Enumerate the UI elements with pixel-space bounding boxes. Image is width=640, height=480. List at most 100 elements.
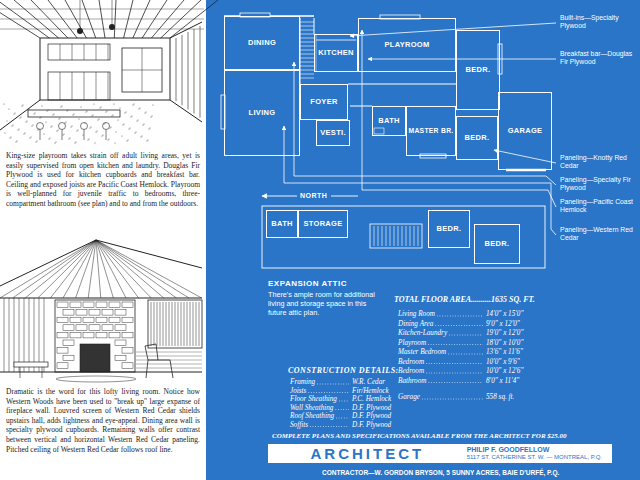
dot-leader [336,418,349,419]
playroom-sketch [136,132,137,133]
playroom-sketch [149,129,150,130]
playroom-sketch [0,0,218,144]
table-cell: D.F. Plywood [352,421,391,430]
living-room-sketch [4,298,5,372]
playroom-sketch [48,44,110,60]
living-room-sketch [63,240,96,298]
table-cell: 558 sq. ft. [486,393,514,402]
plan-detail [300,34,314,35]
compass-label: NORTH [300,192,327,200]
playroom-sketch [131,117,132,118]
playroom-sketch [88,140,89,141]
playroom-sketch [127,141,128,142]
plan-detail [420,154,446,158]
living-room-sketch [63,325,74,331]
playroom-sketch [108,72,109,100]
dot-leader [308,392,349,393]
table-cell: Floor Sheathing [290,395,337,404]
leader-line [294,62,556,185]
room-box: FOYER [300,84,348,120]
playroom-sketch [77,131,78,132]
playroom-sketch [92,116,93,117]
room-label: PLAYROOM [384,41,429,49]
living-room-sketch [56,376,136,382]
playroom-sketch [76,142,77,143]
plan-detail [398,226,399,246]
table-cell: Master Bedroom [398,348,446,357]
callout-label: Breakfast bar—Douglas Fir Plywood [560,50,636,66]
leader-line [284,23,556,235]
living-room-sketch [96,240,176,298]
playroom-sketch [143,125,144,126]
living-room-sketch [178,302,179,346]
playroom-sketch [96,72,97,100]
callout-label: Paneling—Knotty Red Cedar [560,154,636,170]
playroom-sketch [33,125,34,126]
table-cell: Fir/Hemlock [352,387,389,396]
playroom-sketch [96,132,97,133]
playroom-sketch [94,104,95,105]
room-label: GARAGE [508,127,543,135]
plan-detail [300,70,314,71]
room-box: LIVING [224,70,300,156]
room-label: LIVING [249,109,276,117]
total-area: TOTAL FLOOR AREA..........1635 SQ. FT. [394,295,535,304]
table-cell: Framing [290,378,315,387]
living-room-sketch [145,344,173,378]
playroom-sketch [75,143,76,144]
playroom-sketch [90,128,91,129]
living-room-sketch [96,240,189,298]
living-room-sketch [83,302,94,308]
sketch-caption: Dramatic is the word for this lofty livi… [6,387,200,454]
living-room-sketch [89,325,100,331]
playroom-sketch [17,141,18,142]
room-label: BEDR. [466,66,491,74]
living-room-sketch [57,363,68,369]
living-room-sketch [184,302,185,346]
playroom-sketch [0,19,204,20]
plan-detail [300,62,314,63]
living-room-sketch [122,332,133,338]
playroom-sketch [200,26,201,118]
callout-label: Paneling—Specialty Fir Plywood [560,176,636,192]
room-label: VESTI. [320,129,346,137]
table-cell: Soffits [290,421,308,430]
playroom-sketch [137,121,138,122]
playroom-sketch [71,127,72,128]
playroom-sketch [170,100,202,122]
living-room-sketch [109,332,120,338]
sketch-caption: King-size playroom takes strain off adul… [6,151,200,209]
living-room-sketch [57,348,68,354]
room-box: BATH [372,106,406,136]
plan-detail [374,128,384,134]
playroom-sketch [54,114,55,115]
playroom-sketch [151,117,152,118]
living-room-sketch [187,302,188,346]
playroom-sketch [99,119,100,120]
living-room-sketch [24,298,25,372]
leader-line [368,59,556,60]
room-box: BATH [266,210,298,238]
playroom-sketch [109,139,110,140]
living-room-sketch [115,340,126,346]
plan-detail [300,30,314,31]
room-box: VESTI. [316,120,350,146]
playroom-sketch [153,105,154,106]
living-room-sketch [55,300,135,372]
playroom-sketch [130,128,131,129]
address-text: 5117 ST. CATHERINE ST. W. — MONTREAL, P.… [467,454,602,461]
playroom-sketch [18,130,19,131]
playroom-sketch [132,116,133,117]
playroom-sketch [144,124,145,125]
dot-leader [426,363,483,364]
table-cell: Bedroom [398,367,424,376]
playroom-sketch [84,44,85,60]
playroom-sketch [122,136,123,137]
living-room-sketch [148,300,202,348]
living-room-sketch [96,240,126,298]
living-room-sketch [196,302,197,346]
playroom-sketch [13,125,14,126]
living-room-sketch [44,298,45,372]
room-box: BEDR. [456,116,498,160]
playroom-sketch [58,130,59,131]
